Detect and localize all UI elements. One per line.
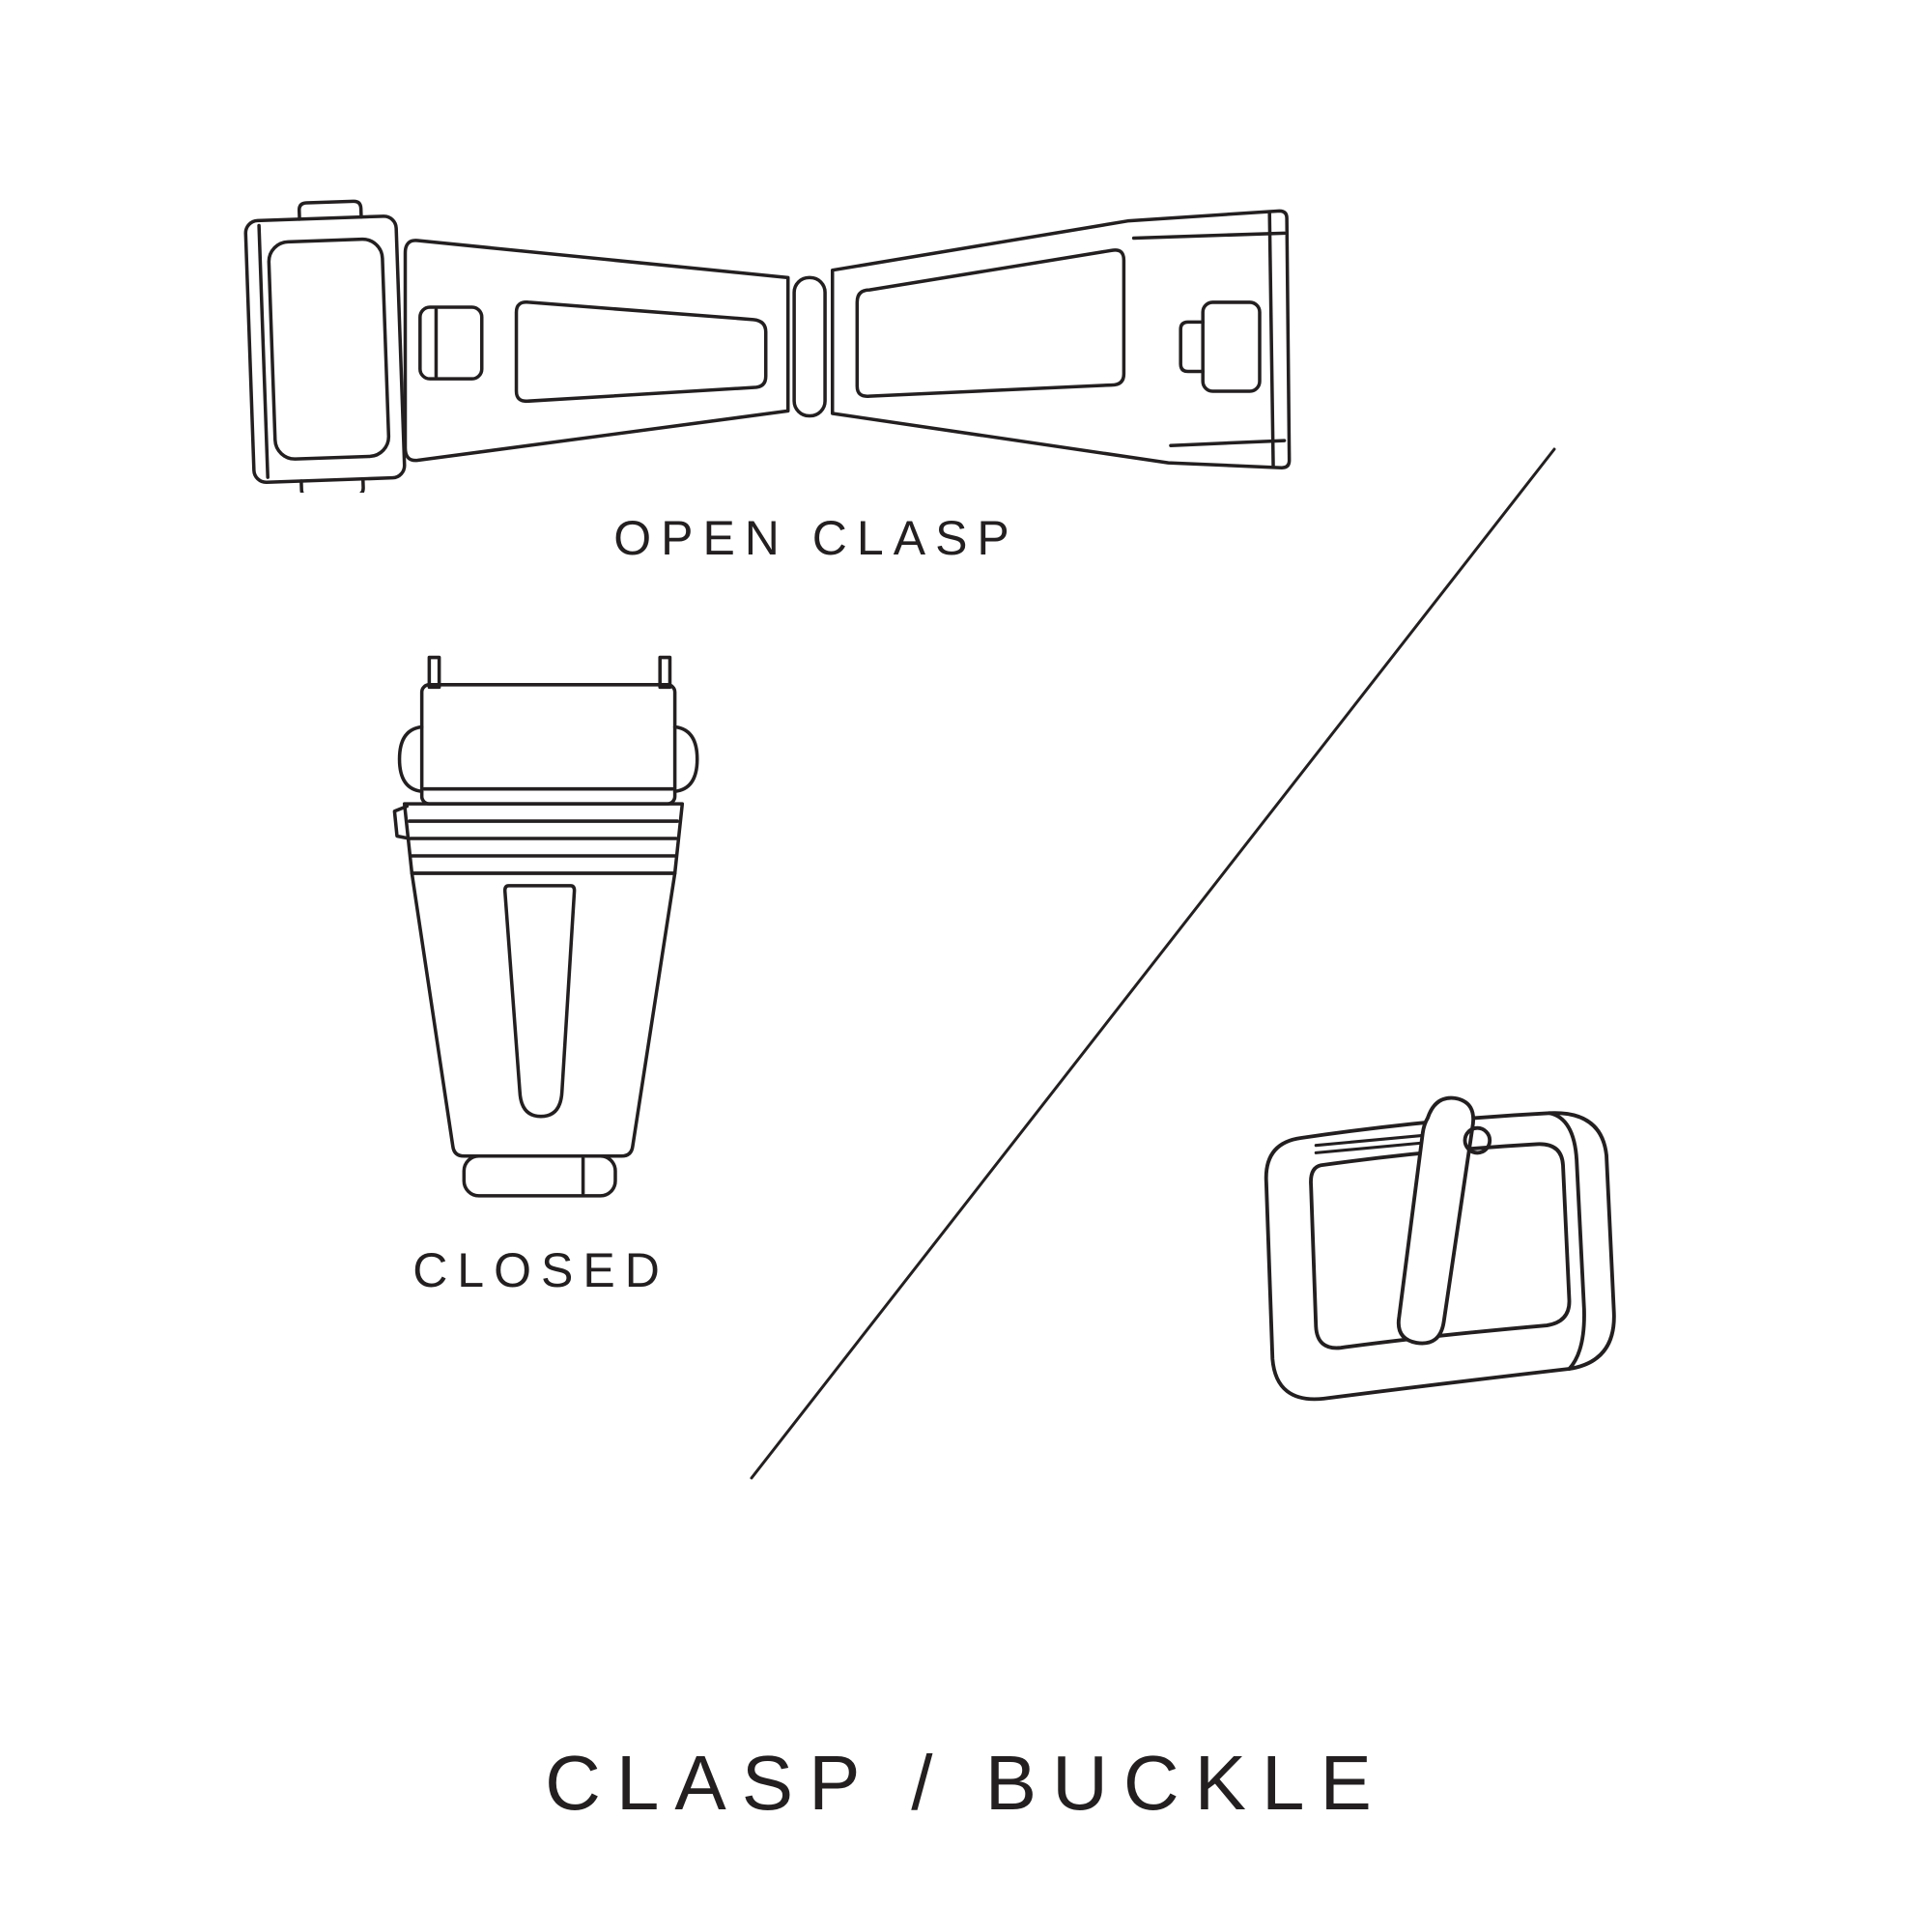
open-clasp-safety-hook [418,305,484,381]
diagram-title: CLASP / BUCKLE [545,1740,1387,1826]
buckle-illustration [1241,1086,1645,1421]
open-clasp-left-blade [403,239,790,463]
open-clasp-left-cover [243,199,407,493]
buckle-side-thickness [1547,1111,1586,1371]
closed-clasp-foot [462,1154,617,1198]
closed-clasp-cover [419,683,677,806]
closed-clasp-icon [392,655,699,1198]
open-clasp-right-blade [830,209,1292,469]
buckle-axle-pin [1314,1133,1425,1154]
closed-clasp-ear-right [672,724,699,794]
closed-clasp-prong-left [427,655,441,690]
open-clasp-label: OPEN CLASP [613,511,1019,565]
tang-buckle-icon [1264,1095,1616,1402]
buckle-ring [1463,1125,1492,1155]
open-clasp-icon [243,199,1292,493]
closed-clasp-illustration [384,655,702,1201]
closed-clasp-prong-right [658,655,672,690]
buckle-tongue [1396,1095,1475,1346]
closed-clasp-body [410,871,677,1158]
closed-clasp-hinge-band [392,802,685,875]
open-clasp-illustration [230,184,1304,493]
closed-clasp-label: CLOSED [412,1243,669,1297]
closed-clasp-ear-left [397,724,424,794]
open-clasp-hinge [792,275,827,418]
